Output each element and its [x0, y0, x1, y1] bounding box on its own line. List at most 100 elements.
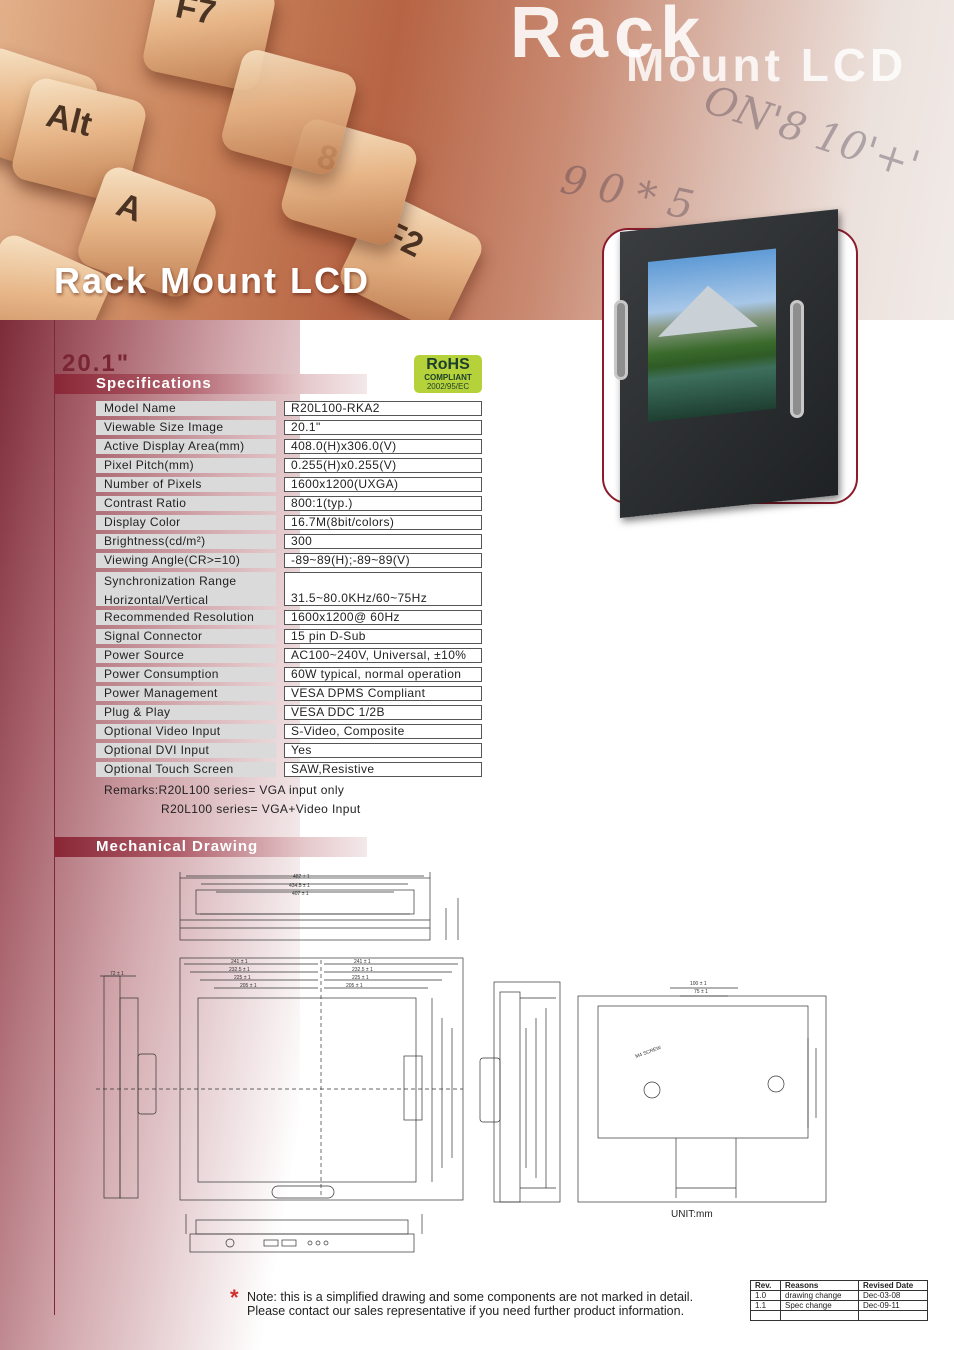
product-size: 20.1" — [62, 350, 131, 377]
spec-value: VESA DDC 1/2B — [284, 705, 482, 720]
spec-value: R20L100-RKA2 — [284, 401, 482, 416]
dim-label: 205 ± 1 — [240, 983, 257, 989]
dim-label: 434.5 ± 1 — [289, 883, 310, 889]
spec-value: SAW,Resistive — [284, 762, 482, 777]
banner-title-large: Rack — [510, 0, 707, 73]
specifications-title: Specifications — [96, 375, 212, 392]
revision-cell: Dec-09-11 — [858, 1300, 928, 1311]
spec-row: Brightness(cd/m²)300 — [96, 534, 482, 549]
remarks-line-1: Remarks:R20L100 series= VGA input only — [104, 783, 345, 797]
dim-label: 205 ± 1 — [346, 983, 363, 989]
dim-label: 232.5 ± 1 — [229, 967, 250, 973]
spec-label: Signal Connector — [96, 629, 276, 644]
spec-label: Brightness(cd/m²) — [96, 534, 276, 549]
dim-label: 407 ± 1 — [292, 891, 309, 897]
mechanical-drawing-title: Mechanical Drawing — [96, 838, 259, 855]
revision-cell: drawing change — [780, 1290, 859, 1301]
dim-label: 225 ± 1 — [352, 975, 369, 981]
revision-cell: Spec change — [780, 1300, 859, 1311]
remarks-line-2: R20L100 series= VGA+Video Input — [161, 802, 361, 816]
dim-label: 75 ± 1 — [694, 989, 708, 995]
background-digits: 9 0 * 5 — [556, 156, 698, 230]
spec-value: S-Video, Composite — [284, 724, 482, 739]
drawing-side-view-right — [479, 981, 561, 1203]
revision-header: Revised Date — [858, 1280, 928, 1291]
spec-value: 15 pin D-Sub — [284, 629, 482, 644]
spec-row: Power Management VESA DPMS Compliant — [96, 686, 482, 701]
banner-title-subtitle: Mount LCD — [626, 39, 908, 91]
rack-handle-icon — [790, 300, 804, 418]
spec-row: Optional Video Input S-Video, Composite — [96, 724, 482, 739]
revision-cell — [858, 1310, 928, 1321]
spec-label: Power Management — [96, 686, 276, 701]
spec-value: -89~89(H);-89~89(V) — [284, 553, 482, 568]
spec-row: Active Display Area(mm)408.0(H)x306.0(V) — [96, 439, 482, 454]
dim-label: 241 ± 1 — [354, 959, 371, 965]
spec-value: 0.255(H)x0.255(V) — [284, 458, 482, 473]
drawing-rear-view: 100 ± 1 75 ± 1 M4 SCREW — [577, 981, 827, 1203]
spec-label: Pixel Pitch(mm) — [96, 458, 276, 473]
spec-row: Display Color 16.7M(8bit/colors) — [96, 515, 482, 530]
mechanical-drawing: 482 ± 1 434.5 ± 1 407 ± 1 241 ± 1 232.5 … — [96, 872, 827, 1253]
spec-label: Number of Pixels — [96, 477, 276, 492]
revision-cell: Dec-03-08 — [858, 1290, 928, 1301]
note: * Note: this is a simplified drawing and… — [230, 1285, 694, 1319]
revision-header: Rev. — [750, 1280, 781, 1291]
dim-label: 241 ± 1 — [231, 959, 248, 965]
revision-cell: 1.1 — [750, 1300, 781, 1311]
left-divider-line — [54, 320, 55, 1315]
spec-value: AC100~240V, Universal, ±10% — [284, 648, 482, 663]
spec-row: Power Source AC100~240V, Universal, ±10% — [96, 648, 482, 663]
rohs-compliant: COMPLIANT — [424, 373, 472, 382]
dim-label: 100 ± 1 — [690, 981, 707, 987]
spec-label: Display Color — [96, 515, 276, 530]
spec-row: Signal Connector 15 pin D-Sub — [96, 629, 482, 644]
spec-value: 31.5~80.0KHz/60~75Hz — [284, 572, 482, 606]
spec-label: Plug & Play — [96, 705, 276, 720]
spec-value: 800:1(typ.) — [284, 496, 482, 511]
spec-value: VESA DPMS Compliant — [284, 686, 482, 701]
revision-cell: 1.0 — [750, 1290, 781, 1301]
rohs-directive: 2002/95/EC — [426, 382, 470, 391]
specifications-header: Specifications — [54, 374, 367, 394]
drawing-bottom-view — [185, 1214, 423, 1253]
spec-row: Optional Touch Screen SAW,Resistive — [96, 762, 482, 777]
spec-label: Optional Touch Screen — [96, 762, 276, 777]
spec-label: Contrast Ratio — [96, 496, 276, 511]
drawing-side-view-left: 72 ± 1 — [100, 971, 157, 1199]
spec-label: Optional DVI Input — [96, 743, 276, 758]
spec-label: Viewable Size Image — [96, 420, 276, 435]
revision-cell — [750, 1310, 781, 1321]
note-line-1: Note: this is a simplified drawing and s… — [247, 1290, 694, 1304]
spec-row: Viewing Angle(CR>=10)-89~89(H);-89~89(V) — [96, 553, 482, 568]
spec-value: 16.7M(8bit/colors) — [284, 515, 482, 530]
header-banner: Alt A F7 F2 8 ON'8 10'+' 9 0 * 5 Rack Mo… — [0, 0, 954, 320]
drawing-front-view: 241 ± 1 232.5 ± 1 225 ± 1 205 ± 1 241 ± … — [96, 957, 464, 1201]
spec-label: Power Consumption — [96, 667, 276, 682]
dim-label: 482 ± 1 — [293, 874, 310, 880]
note-asterisk-icon: * — [230, 1285, 239, 1310]
drawing-top-view: 482 ± 1 434.5 ± 1 407 ± 1 — [179, 872, 459, 941]
spec-value: 20.1" — [284, 420, 482, 435]
revision-row — [750, 1310, 928, 1321]
page-title: Rack Mount LCD — [54, 260, 370, 301]
spec-row: Viewable Size Image 20.1" — [96, 420, 482, 435]
spec-row: Pixel Pitch(mm) 0.255(H)x0.255(V) — [96, 458, 482, 473]
spec-value: 60W typical, normal operation — [284, 667, 482, 682]
spec-row: Contrast Ratio 800:1(typ.) — [96, 496, 482, 511]
spec-row: Number of Pixels 1600x1200(UXGA) — [96, 477, 482, 492]
spec-label: Power Source — [96, 648, 276, 663]
rohs-badge: RoHS COMPLIANT 2002/95/EC — [414, 355, 482, 393]
revision-table: Rev. Reasons Revised Date 1.0 drawing ch… — [750, 1280, 928, 1321]
revision-header: Reasons — [780, 1280, 859, 1291]
spec-row: Plug & Play VESA DDC 1/2B — [96, 705, 482, 720]
rohs-title: RoHS — [426, 356, 470, 373]
spec-value: 1600x1200(UXGA) — [284, 477, 482, 492]
spec-value: 1600x1200@ 60Hz — [284, 610, 482, 625]
product-image-screen — [648, 248, 776, 422]
spec-label: Optional Video Input — [96, 724, 276, 739]
spec-label: Active Display Area(mm) — [96, 439, 276, 454]
